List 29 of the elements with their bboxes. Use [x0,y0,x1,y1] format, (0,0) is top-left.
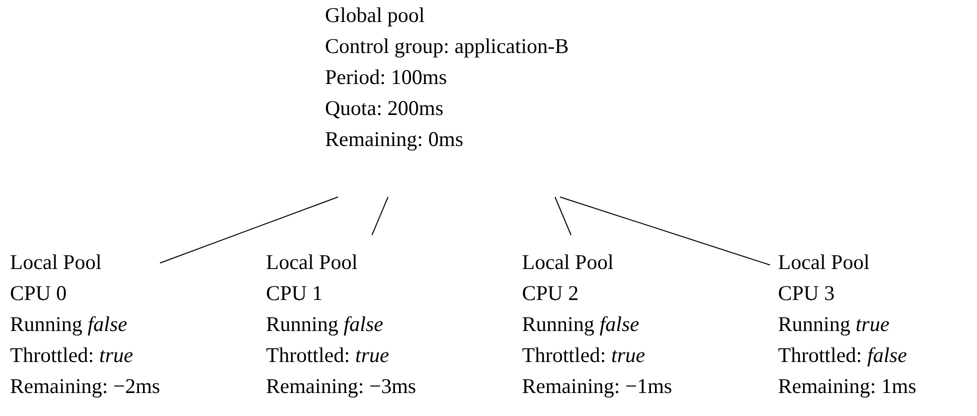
info-line: CPU 0 [10,280,68,307]
connector-line [372,196,388,236]
info-line: Local Pool [522,249,615,276]
info-line: Throttled: false [778,342,908,369]
info-line: Local Pool [10,249,103,276]
connector-line [554,196,572,236]
info-line: Throttled: true [266,342,390,369]
info-line: CPU 1 [266,280,324,307]
info-line: Running true [778,311,890,338]
info-line: Throttled: true [522,342,646,369]
info-line: Running false [10,311,128,338]
info-line: Remaining: −2ms [10,373,162,400]
info-line: Remaining: 0ms [325,126,464,153]
info-line: CPU 3 [778,280,836,307]
info-line: CPU 2 [522,280,580,307]
info-line: Period: 100ms [325,64,448,91]
info-line: Local Pool [778,249,871,276]
info-line: Global pool [325,2,426,29]
info-line: Remaining: −1ms [522,373,674,400]
info-line: Running false [522,311,640,338]
info-line: Quota: 200ms [325,95,444,122]
info-line: Running false [266,311,384,338]
connector-line [160,196,338,264]
info-line: Remaining: 1ms [778,373,918,400]
info-line: Control group: application-B [325,33,570,60]
connector-line [560,196,770,266]
info-line: Remaining: −3ms [266,373,418,400]
info-line: Local Pool [266,249,359,276]
info-line: Throttled: true [10,342,134,369]
